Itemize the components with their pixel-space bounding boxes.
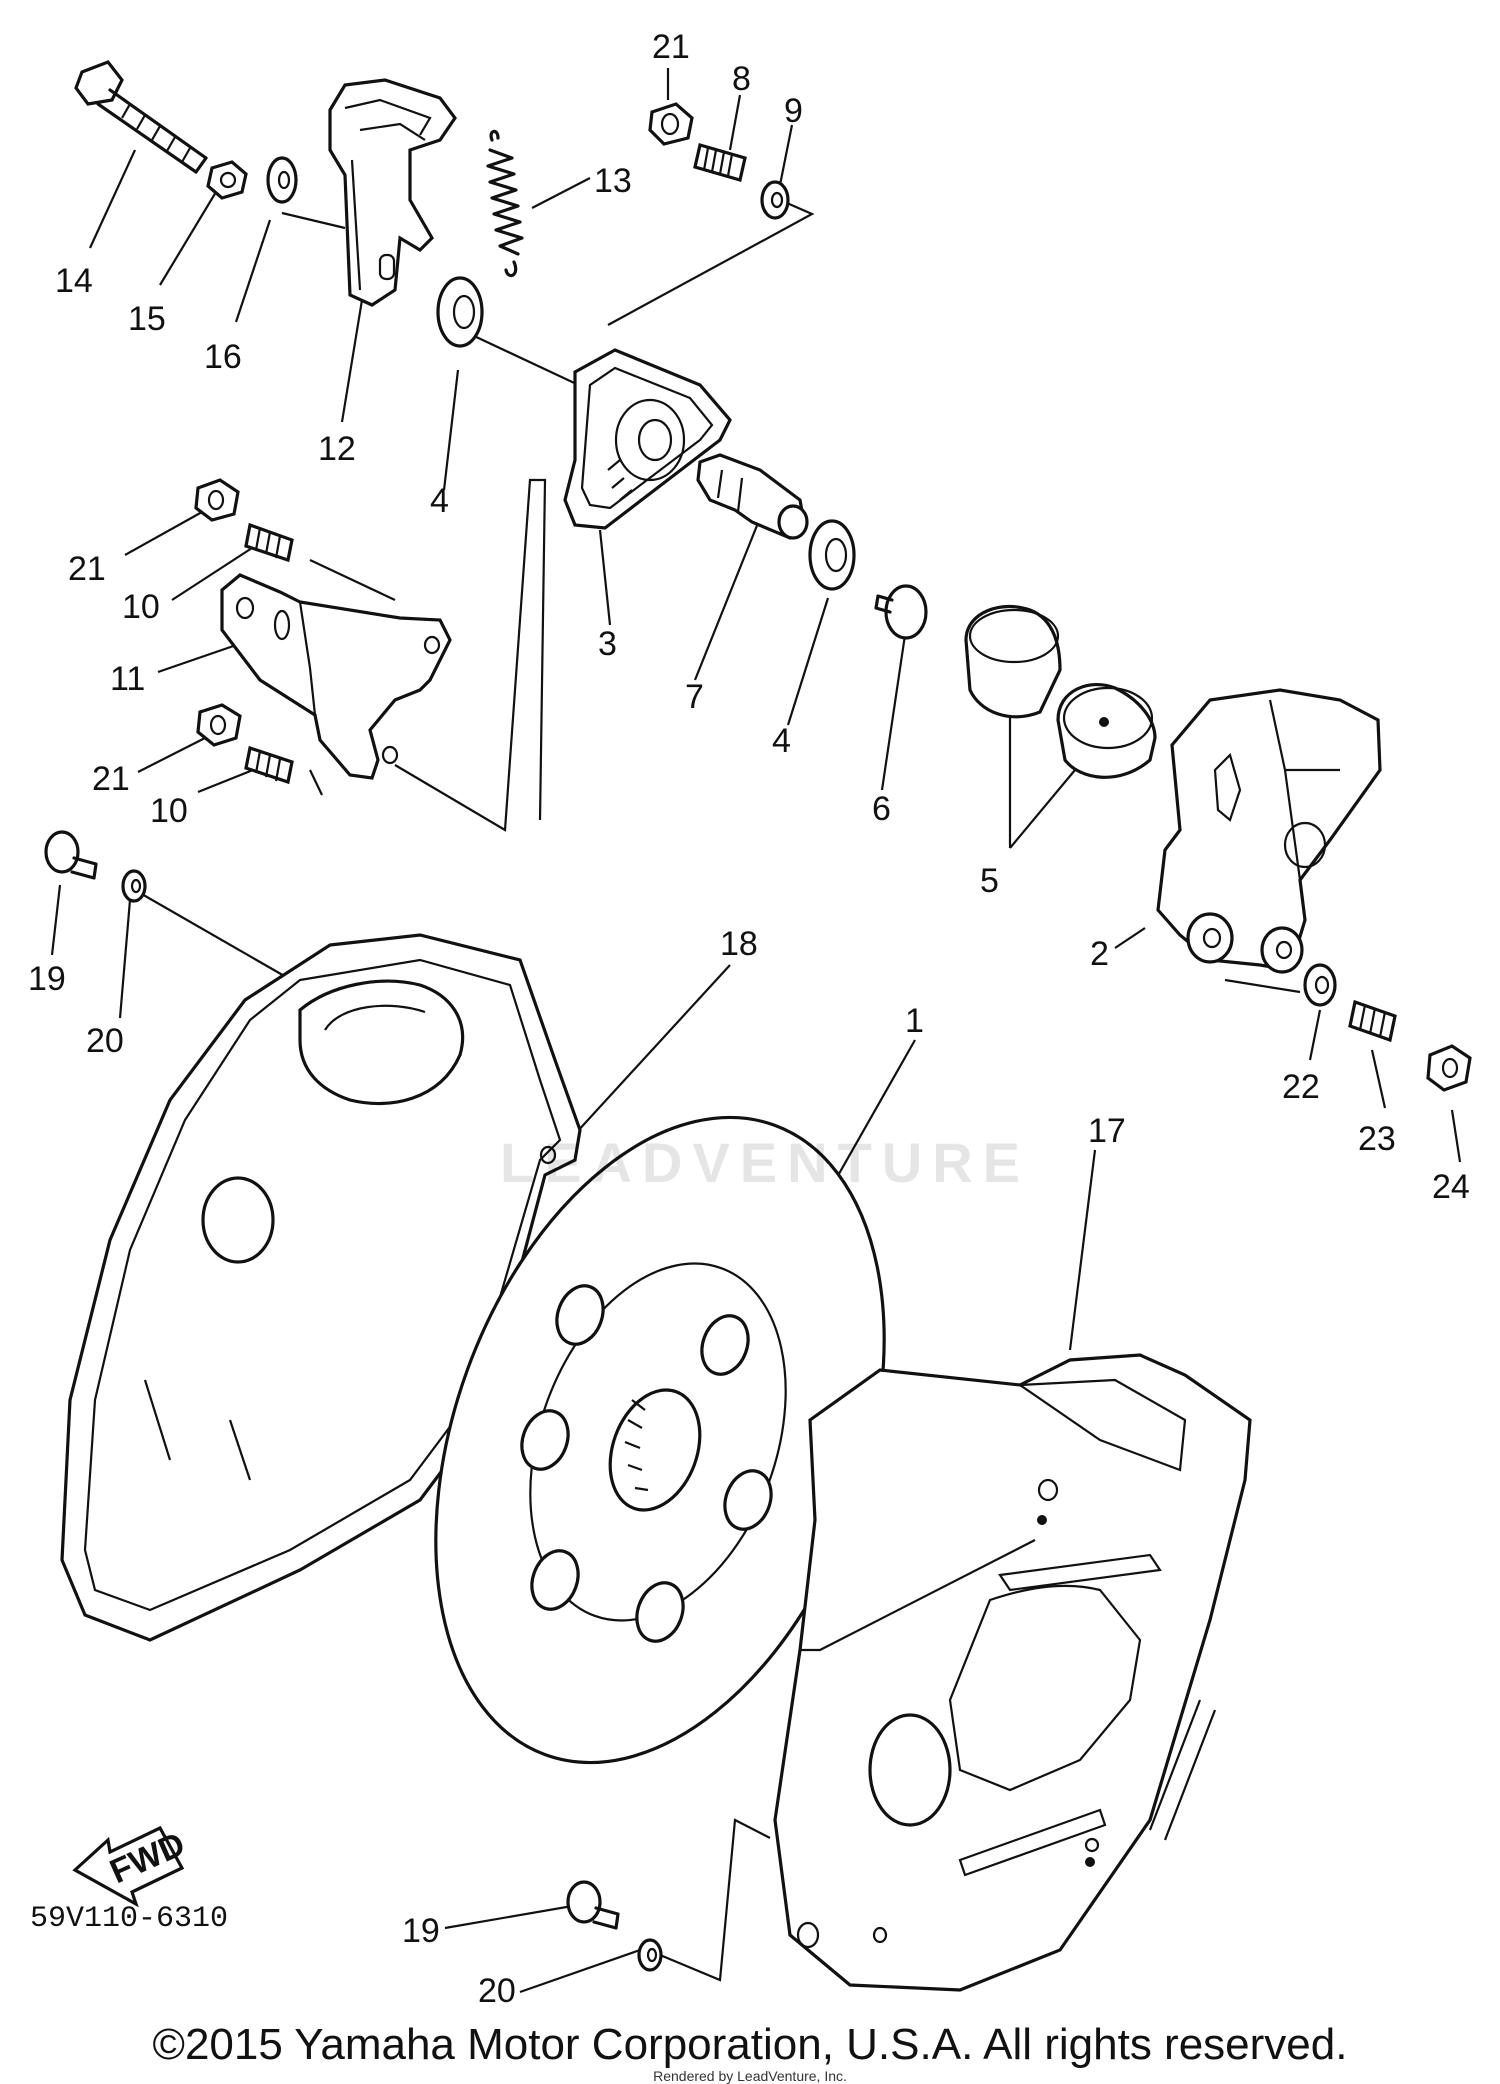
callout-22: 22 (1282, 1068, 1320, 1106)
stud-10-mid (244, 522, 294, 563)
disc-1 (434, 1115, 886, 1765)
caliper-2 (1156, 688, 1382, 974)
screw-19-lower (566, 1880, 620, 1930)
callout-labels: 21 8 9 13 14 15 16 12 4 3 7 21 10 11 21 … (28, 28, 1470, 2010)
callout-21-mid: 21 (68, 550, 106, 588)
copyright-notice: ©2015 Yamaha Motor Corporation, U.S.A. A… (152, 2020, 1348, 2069)
callout-18: 18 (720, 925, 758, 963)
callout-14: 14 (55, 262, 93, 300)
callout-20-upper: 20 (86, 1022, 124, 1060)
callout-4-lower: 4 (772, 722, 791, 760)
housing-3 (563, 348, 732, 530)
callout-19-lower: 19 (402, 1912, 440, 1950)
nut-21-mid (194, 478, 240, 522)
leader-lines (50, 68, 1462, 1994)
callout-19-upper: 19 (28, 960, 66, 998)
callout-17: 17 (1088, 1112, 1126, 1150)
stud-8 (693, 142, 747, 183)
bolt-23 (1348, 999, 1397, 1043)
callout-6: 6 (872, 790, 891, 828)
callout-15: 15 (128, 300, 166, 338)
washer-4-top (436, 276, 484, 348)
fwd-arrow: FWD (72, 1825, 191, 1908)
callout-5: 5 (980, 862, 999, 900)
callout-8: 8 (732, 60, 751, 98)
nut-21-lower (196, 703, 242, 747)
diagram-code: 59V110-6310 (30, 1902, 229, 1936)
callout-4-top: 4 (430, 482, 449, 520)
brake-pads-5 (964, 604, 1157, 779)
callout-10-mid: 10 (122, 588, 160, 626)
callout-21-lower: 21 (92, 760, 130, 798)
callout-10-lower: 10 (150, 792, 188, 830)
backing-plate-17 (773, 1353, 1252, 1992)
camshaft-7 (696, 453, 809, 540)
callout-3: 3 (598, 625, 617, 663)
callout-9: 9 (784, 92, 803, 130)
bracket-11 (220, 573, 452, 780)
callout-20-lower: 20 (478, 1972, 516, 2010)
stud-10-lower (244, 745, 294, 785)
washer-4-lower (808, 519, 856, 591)
callout-7: 7 (685, 678, 704, 716)
nut-21-top (648, 102, 694, 146)
lever-12 (328, 78, 457, 307)
callout-12: 12 (318, 430, 356, 468)
callout-21-top: 21 (652, 28, 690, 66)
rendered-by-credit: Rendered by LeadVenture, Inc. (653, 2068, 847, 2084)
washer-9 (760, 180, 790, 220)
callout-24: 24 (1432, 1168, 1470, 1206)
callout-16: 16 (204, 338, 242, 376)
shield-18 (60, 933, 582, 1642)
callout-2: 2 (1090, 935, 1109, 973)
washer-22 (1303, 963, 1337, 1007)
screw-19-upper (44, 830, 98, 880)
nut-15 (206, 160, 248, 200)
nut-24 (1426, 1044, 1472, 1092)
callout-11: 11 (110, 660, 145, 698)
callout-1: 1 (905, 1002, 924, 1040)
washer-20-lower (637, 1938, 663, 1972)
watermark: LEADVENTURE (500, 1131, 1031, 1194)
bolt-14 (74, 60, 208, 174)
spring-13 (486, 129, 524, 278)
callout-13: 13 (594, 162, 632, 200)
pin-6 (874, 584, 928, 640)
washer-20-upper (121, 869, 147, 903)
callout-23: 23 (1358, 1120, 1396, 1158)
washer-16 (266, 156, 298, 204)
